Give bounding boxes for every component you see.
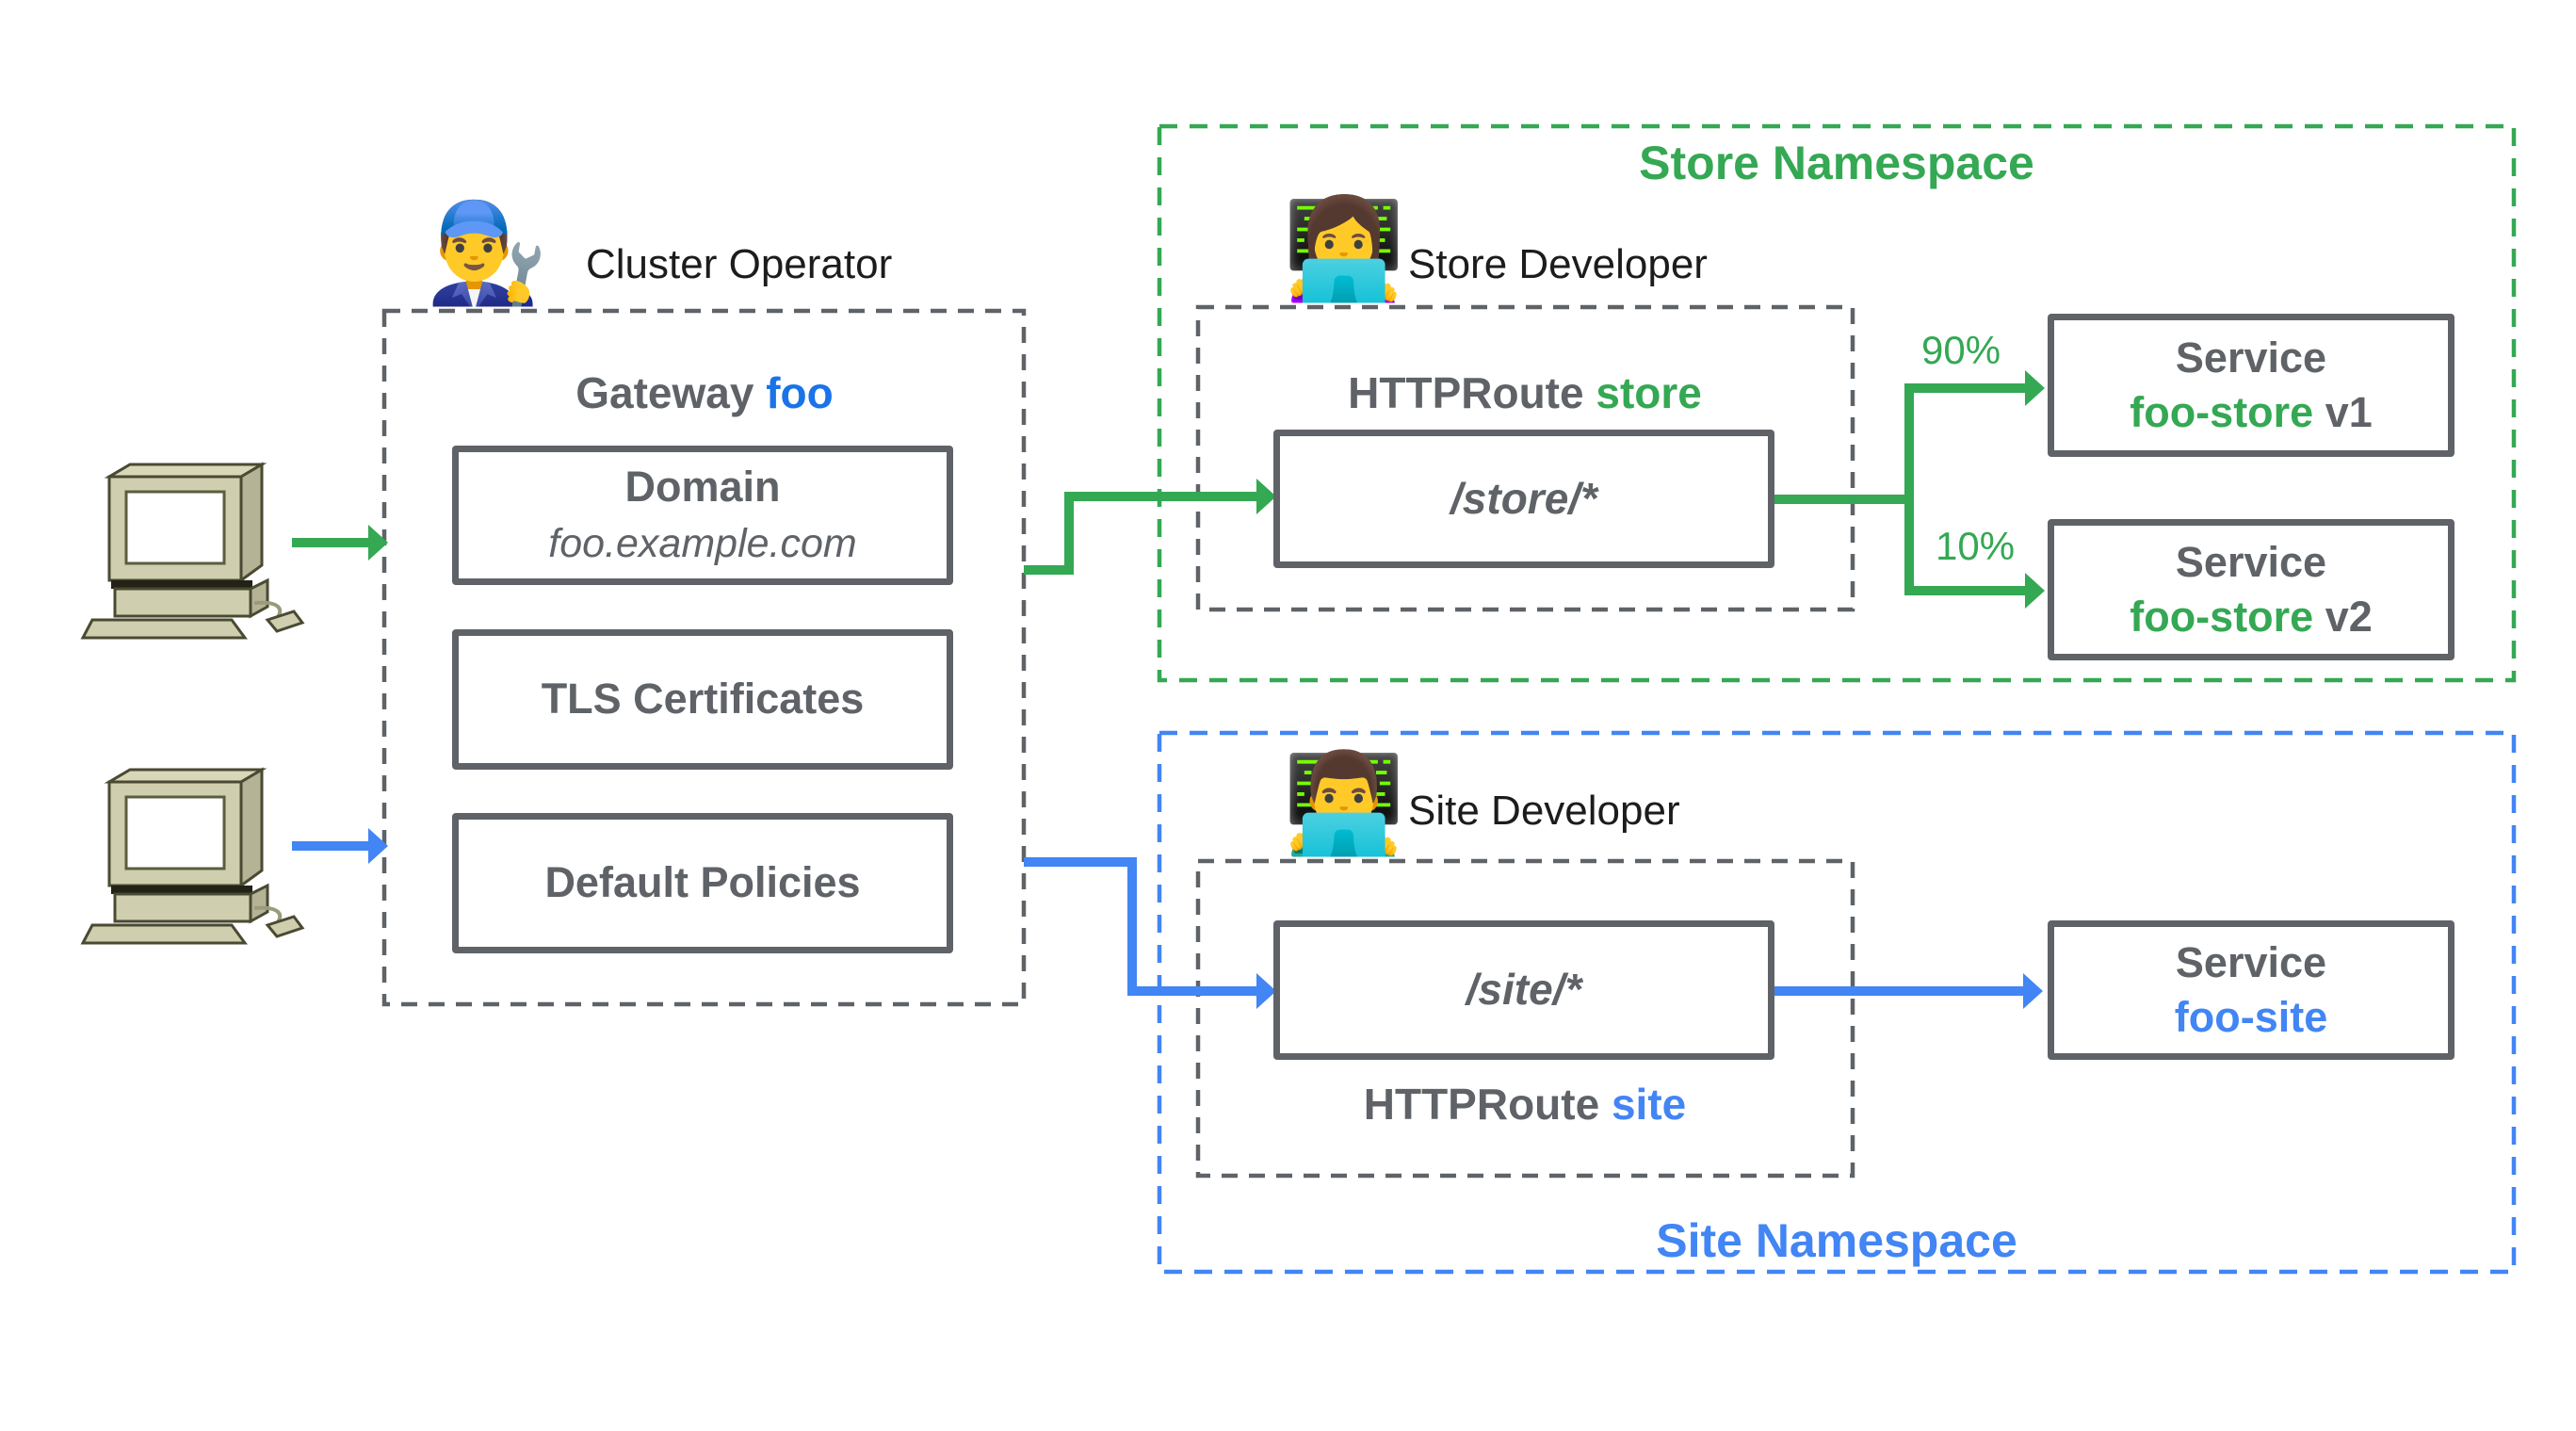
- gateway-boundary: [381, 308, 1027, 1007]
- service-foo-store-name: foo-store: [2130, 593, 2314, 641]
- woman-technologist-emoji-icon: 👩‍💻: [1283, 195, 1405, 304]
- tls-certificates-label: TLS Certificates: [541, 675, 865, 724]
- service-name-line: foo-store v2: [2130, 590, 2373, 645]
- site-developer-label: Site Developer: [1408, 788, 1680, 834]
- service-foo-store-name: foo-store: [2130, 388, 2314, 436]
- store-namespace-boundary: [1157, 123, 2517, 683]
- httproute-store-boundary: [1195, 304, 1855, 612]
- desktop-computer-icon: [80, 767, 305, 945]
- httproute-site-title: HTTPRoute site: [1364, 1079, 1686, 1130]
- httproute-site-prefix: HTTPRoute: [1363, 1080, 1612, 1129]
- domain-box: Domain foo.example.com: [452, 446, 953, 585]
- httproute-store-title: HTTPRoute store: [1348, 367, 1702, 418]
- green-arrowheads: [368, 370, 2045, 609]
- default-policies-box: Default Policies: [452, 813, 953, 953]
- httproute-store-name: store: [1596, 368, 1702, 417]
- store-developer-label: Store Developer: [1408, 241, 1708, 287]
- site-path-label: /site/*: [1466, 965, 1582, 1015]
- service-foo-site-name: foo-site: [2174, 993, 2328, 1041]
- store-path-box: /store/*: [1273, 430, 1774, 568]
- httproute-site-name: site: [1611, 1080, 1687, 1129]
- service-title: Service: [2175, 537, 2327, 586]
- tls-certificates-box: TLS Certificates: [452, 629, 953, 770]
- gateway-title: Gateway foo: [575, 367, 834, 418]
- weight-90-label: 90%: [1921, 328, 2001, 372]
- service-title: Service: [2175, 937, 2327, 986]
- store-path-label: /store/*: [1450, 473, 1597, 523]
- site-namespace-boundary: [1157, 730, 2517, 1275]
- gateway-title-prefix: Gateway: [575, 368, 767, 417]
- blue-traffic-path: [292, 841, 2025, 996]
- service-name-line: foo-store v1: [2130, 385, 2373, 441]
- site-path-box: /site/*: [1273, 920, 1774, 1060]
- domain-title: Domain: [624, 462, 781, 511]
- site-namespace-label: Site Namespace: [1656, 1214, 2017, 1267]
- service-foo-site-box: Service foo-site: [2048, 920, 2454, 1060]
- service-version: v2: [2313, 593, 2373, 641]
- service-foo-store-v1-box: Service foo-store v1: [2048, 314, 2454, 457]
- domain-value: foo.example.com: [548, 521, 857, 567]
- man-technologist-emoji-icon: 👨‍💻: [1283, 749, 1405, 858]
- service-title: Service: [2175, 333, 2327, 382]
- blue-arrowheads: [368, 828, 2043, 1009]
- green-traffic-path: [292, 383, 2027, 595]
- service-foo-store-v2-box: Service foo-store v2: [2048, 519, 2454, 660]
- mechanic-emoji-icon: 👨‍🔧: [426, 199, 548, 308]
- httproute-store-prefix: HTTPRoute: [1348, 368, 1596, 417]
- cluster-operator-label: Cluster Operator: [586, 241, 893, 287]
- store-namespace-label: Store Namespace: [1639, 137, 2034, 189]
- weight-10-label: 10%: [1936, 524, 2016, 568]
- default-policies-label: Default Policies: [544, 858, 861, 907]
- desktop-computer-icon: [80, 462, 305, 640]
- httproute-site-boundary: [1195, 858, 1855, 1179]
- service-version: v1: [2313, 388, 2373, 436]
- gateway-name: foo: [766, 368, 834, 417]
